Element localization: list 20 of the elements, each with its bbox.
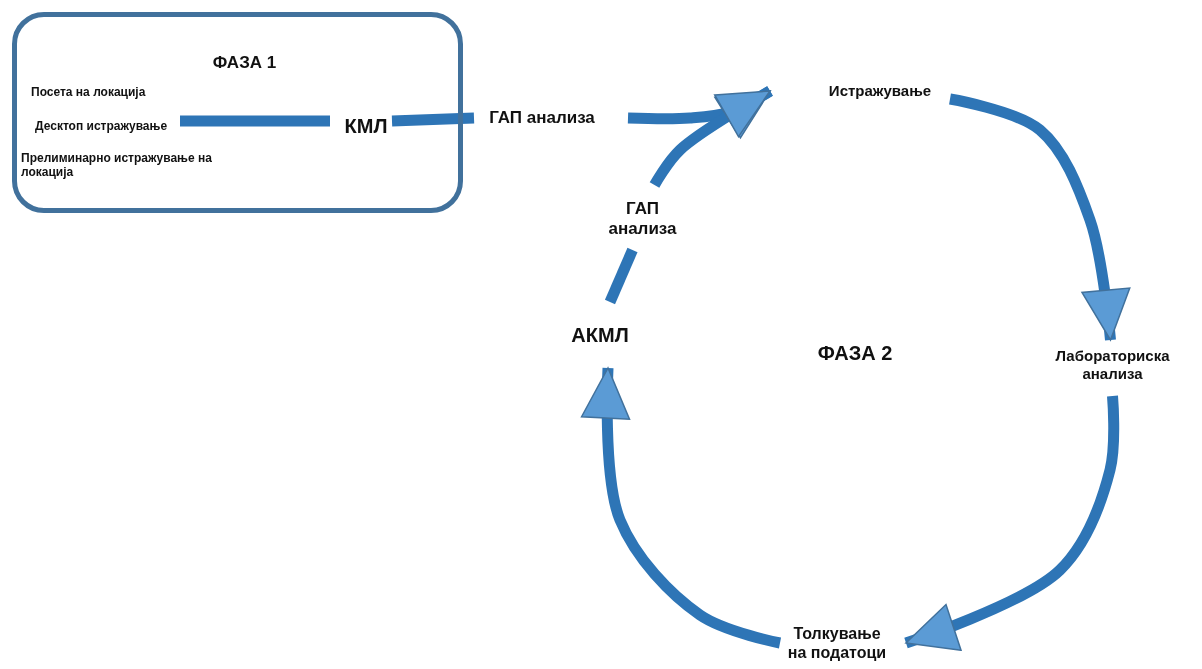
step-label: ГАП анализа [607, 198, 678, 240]
arrow [581, 367, 782, 649]
step-label: Прелиминарно истражување на локација [21, 150, 213, 180]
step-label: Толкување на податоци [786, 623, 888, 663]
step-label: Посета на локација [31, 84, 147, 100]
connector-bar [180, 115, 330, 127]
step-label: Десктоп истражување [35, 118, 169, 134]
arrow [949, 93, 1131, 341]
step-label: КМЛ [343, 114, 389, 138]
phase-title: ФАЗА 1 [211, 53, 278, 74]
step-label: Истражување [827, 82, 933, 100]
step-label: ГАП анализа [488, 107, 596, 129]
arrow [649, 86, 773, 188]
phase-label: ФАЗА 2 [816, 342, 894, 365]
connector-bar [604, 247, 638, 305]
phase-panel [12, 12, 463, 213]
step-label: АКМЛ [570, 323, 630, 347]
connector-bar [391, 112, 475, 127]
arrow [904, 395, 1120, 651]
step-label: Лабораториска анализа [1054, 347, 1171, 383]
